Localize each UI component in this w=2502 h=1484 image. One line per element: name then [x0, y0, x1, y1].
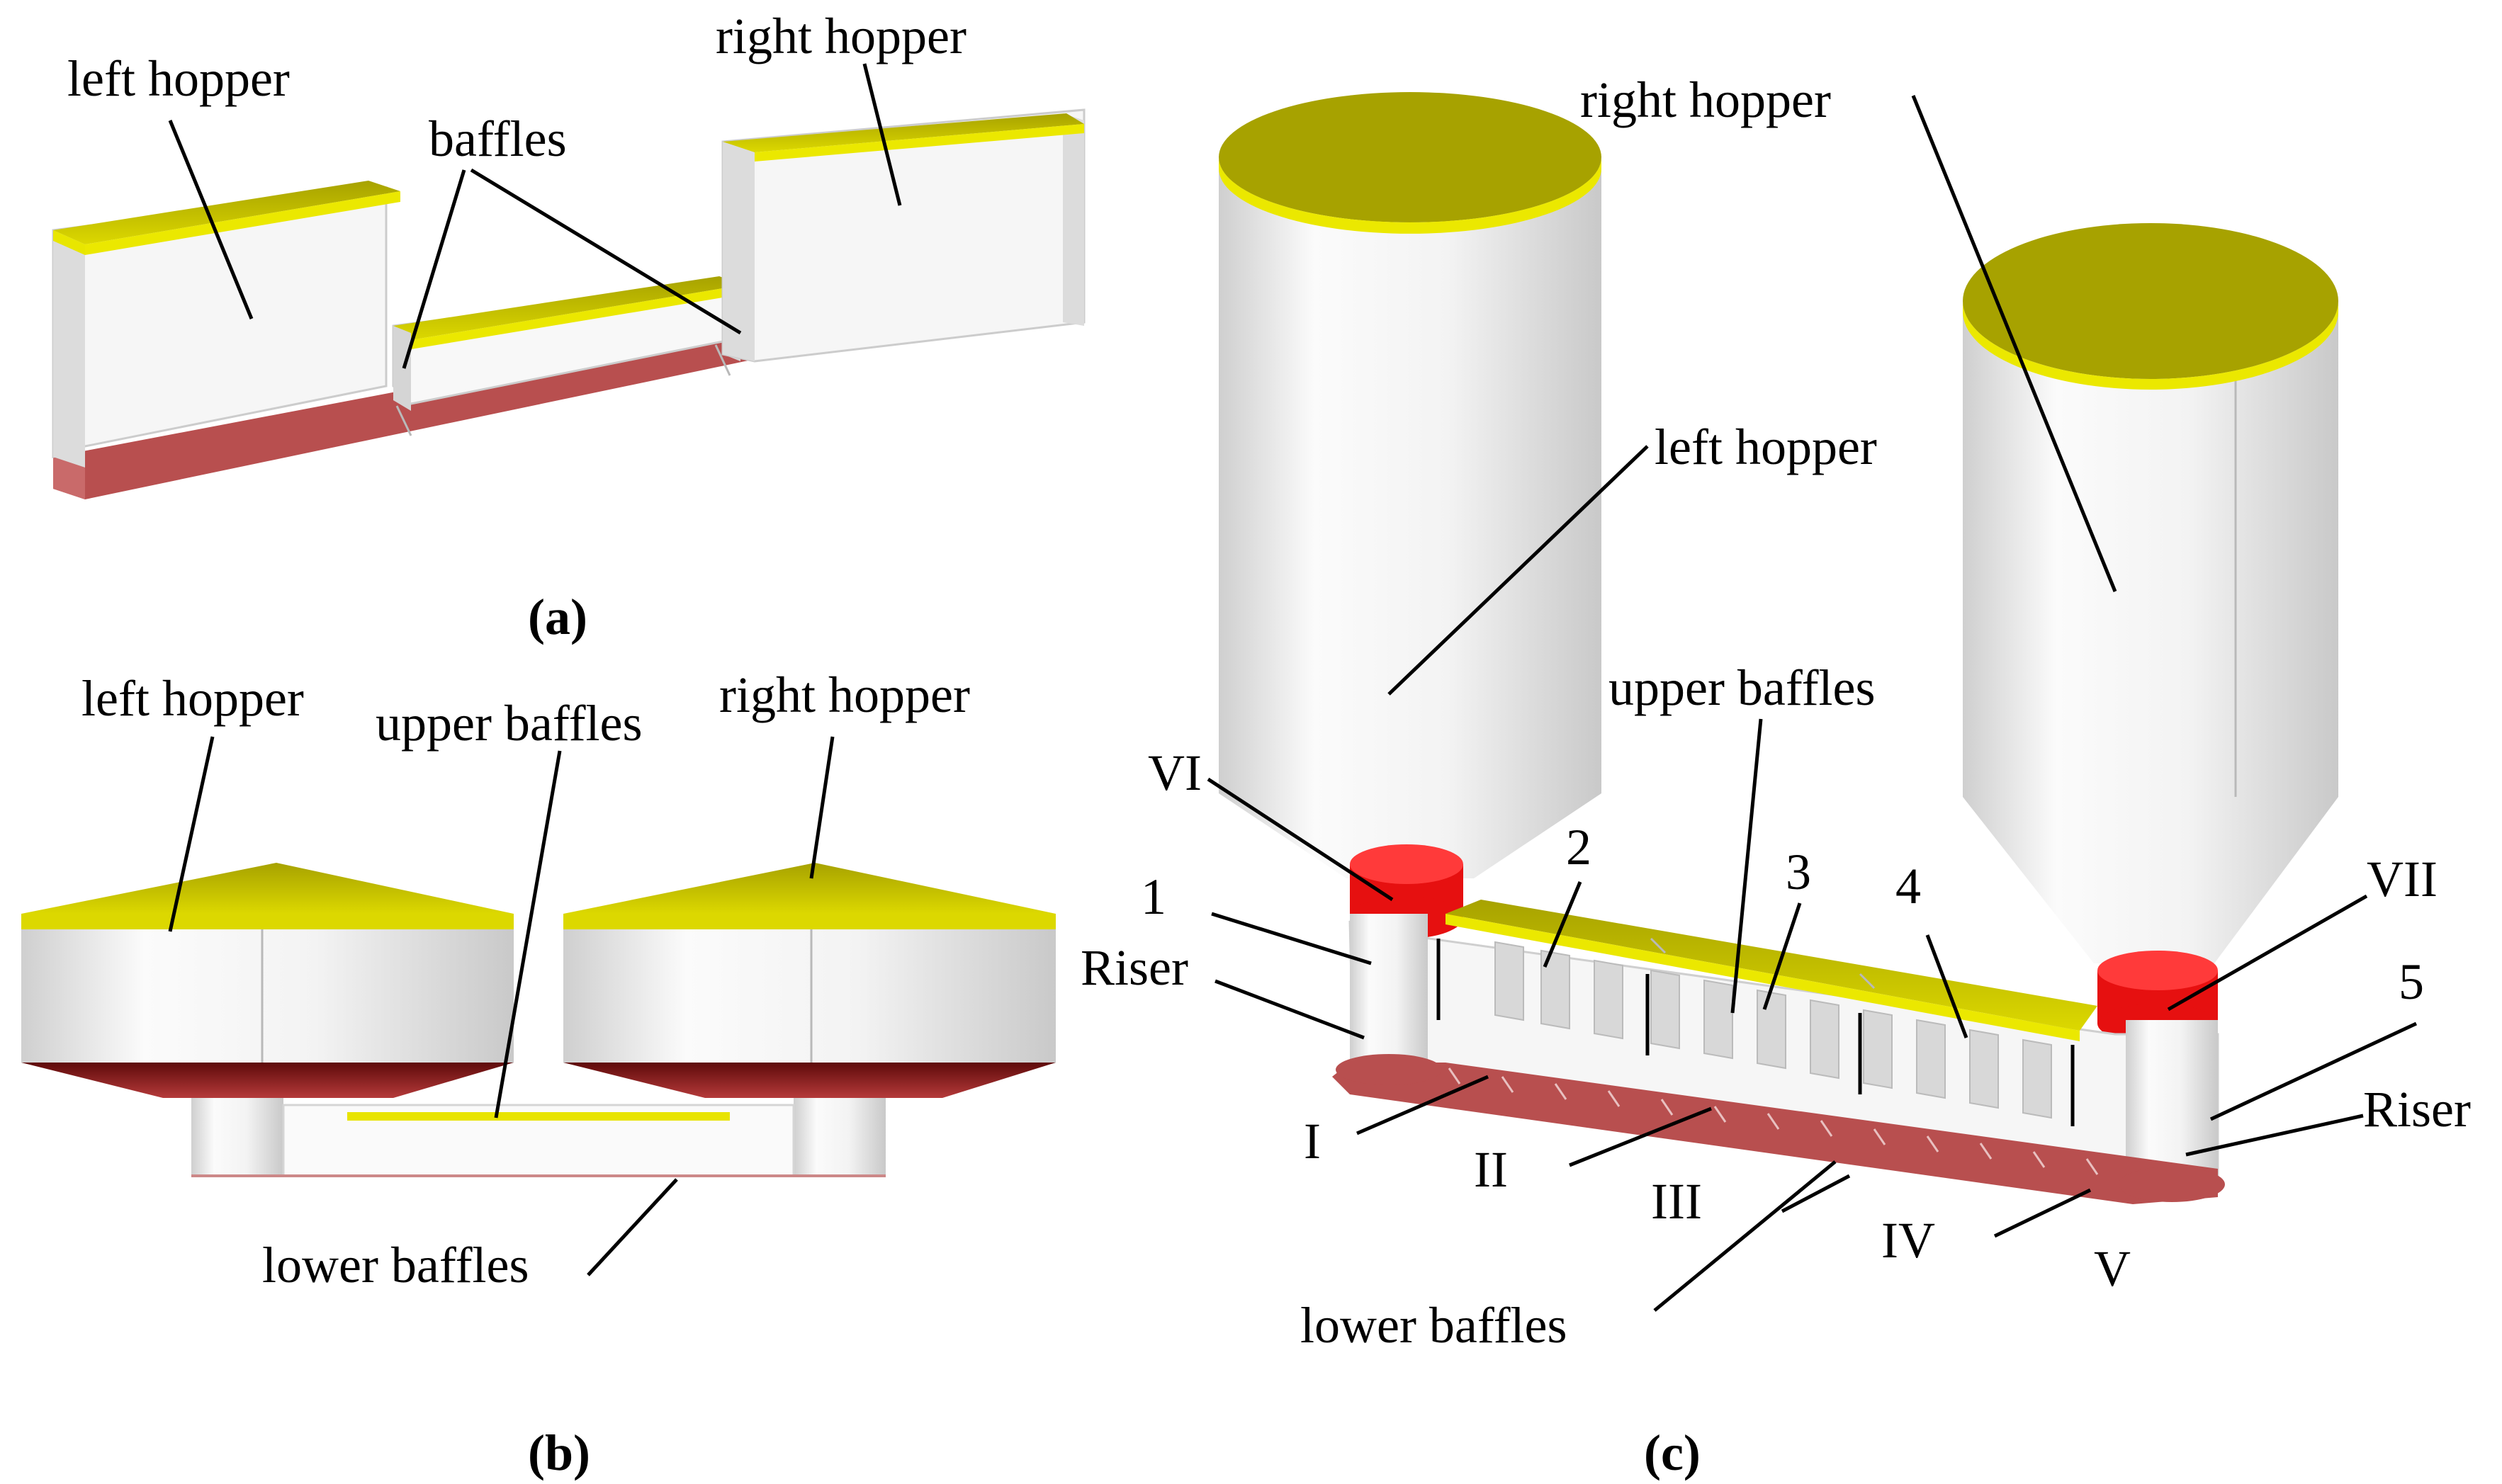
caption-c: (c)	[1644, 1424, 1701, 1481]
middle-top	[393, 276, 744, 340]
lower-baffles-floor	[1332, 1063, 2218, 1204]
caption-b: (b)	[528, 1424, 590, 1481]
panel-c-leaders	[1207, 95, 2418, 1312]
vertical-baffles	[1494, 941, 2052, 1119]
label-riser-left: Riser	[1081, 939, 1188, 996]
middle-top-front	[411, 285, 744, 349]
left-riser-bottom	[1336, 1054, 1442, 1085]
label-right-hopper-b: right hopper	[719, 667, 970, 723]
label-upper-baffles-b: upper baffles	[376, 695, 643, 752]
leader-right-hopper-b	[809, 736, 835, 879]
label-baffles: baffles	[429, 111, 567, 167]
label-v: V	[2094, 1240, 2131, 1297]
left-riser	[191, 1098, 283, 1176]
label-i: I	[1304, 1113, 1321, 1169]
caption-a: (a)	[528, 589, 587, 645]
plate-seam	[1859, 973, 1876, 990]
leader-lower-baffles-b	[587, 1178, 678, 1276]
label-1: 1	[1141, 868, 1166, 925]
label-upper-baffles-c: upper baffles	[1608, 659, 1876, 716]
inlet-vi-top	[1350, 844, 1463, 884]
label-3: 3	[1786, 844, 1811, 900]
leader-baffle-left	[402, 169, 466, 369]
right-riser	[794, 1098, 886, 1176]
leader-right-hopper	[862, 63, 902, 206]
baffle-left	[393, 326, 411, 411]
right-hopper-side-far	[1063, 113, 1084, 326]
label-2: 2	[1566, 819, 1591, 876]
right-hopper-lid	[1963, 223, 2338, 379]
right-yellow-rim	[563, 914, 1056, 929]
left-yellow-rim	[21, 914, 514, 929]
baffle-dividers	[1436, 939, 2075, 1126]
upper-baffles-plate-edge	[1446, 914, 2080, 1041]
base-seam	[395, 405, 412, 436]
base-seam	[714, 344, 731, 376]
leader-upper-baffles-b	[494, 750, 562, 1118]
label-vii: VII	[2367, 851, 2438, 907]
label-right-hopper-c: right hopper	[1580, 72, 1831, 128]
right-hopper-top	[723, 113, 1084, 152]
left-hopper-cylinder	[1219, 156, 1601, 793]
right-lower-cone	[563, 1063, 1056, 1098]
left-hopper-cone	[1219, 793, 1601, 878]
left-hopper-top	[53, 181, 400, 244]
label-right-hopper: right hopper	[716, 8, 967, 64]
upper-baffles-plate	[1446, 900, 2097, 1031]
label-vi: VI	[1148, 744, 1202, 801]
label-left-hopper: left hopper	[67, 50, 290, 107]
left-hopper-side	[53, 230, 85, 468]
panel-b: left hopper upper baffles right hopper l…	[21, 667, 1056, 1481]
left-hopper-top-edge	[53, 230, 85, 255]
label-lower-baffles-c: lower baffles	[1300, 1297, 1567, 1354]
right-hopper-side	[723, 142, 755, 361]
base-plate-front	[53, 457, 85, 499]
leader-left-hopper-b	[168, 736, 215, 932]
right-hopper-top-front	[755, 124, 1084, 162]
left-hopper-top-front	[85, 191, 400, 255]
right-cone-top	[563, 863, 1056, 914]
leader-baffle-right	[470, 168, 742, 335]
lower-baffle-ticks	[1448, 1067, 2099, 1175]
panel-a: left hopper baffles right hopper (a)	[52, 8, 1086, 645]
right-hopper-cone	[1963, 797, 2338, 963]
label-left-hopper-c: left hopper	[1655, 419, 1877, 475]
leader-left-hopper	[168, 120, 254, 319]
label-ii: II	[1474, 1141, 1508, 1198]
left-hopper-lid-rim	[1219, 157, 1601, 234]
left-hopper-lid	[1219, 92, 1601, 222]
inlet-vii-top	[2097, 951, 2218, 990]
label-riser-right: Riser	[2363, 1081, 2471, 1138]
right-riser-c	[2126, 1020, 2218, 1176]
upper-baffles-strip	[347, 1112, 730, 1121]
left-cylinder	[21, 929, 514, 1063]
left-lower-cone	[21, 1063, 514, 1098]
right-cylinder	[563, 929, 1056, 1063]
left-cone-top	[21, 863, 514, 914]
label-lower-baffles-b: lower baffles	[262, 1237, 529, 1293]
label-left-hopper-b: left hopper	[81, 670, 304, 727]
plate-seam	[1650, 937, 1667, 954]
label-5: 5	[2399, 953, 2424, 1010]
left-riser-c	[1350, 914, 1428, 1070]
panel-c: right hopper left hopper upper baffles V…	[1081, 72, 2471, 1481]
right-riser-bottom	[2119, 1167, 2225, 1202]
label-iii: III	[1651, 1173, 1702, 1230]
label-iv: IV	[1881, 1212, 1935, 1269]
label-4: 4	[1895, 858, 1921, 914]
